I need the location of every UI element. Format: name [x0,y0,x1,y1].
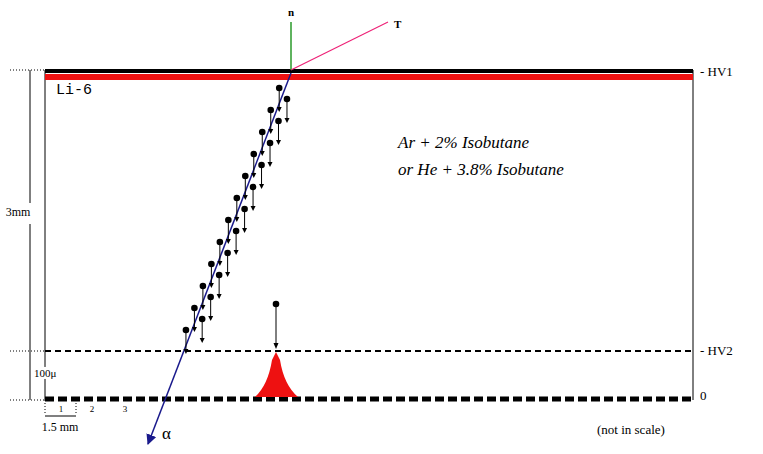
dimension-line [45,400,46,415]
electron-dot [207,294,214,301]
strip-number: 1 [59,405,64,415]
particle-label: α [162,425,171,444]
electron-dot [284,96,291,103]
voltage-label: - HV1 [700,65,733,79]
cathode-plate [45,69,693,73]
dimension-label: 3mm [5,206,32,219]
neutron-track [290,22,292,70]
drift-arrowhead [268,129,273,134]
drift-arrowhead [243,195,248,200]
electron-dot [225,217,232,224]
electron-dot [259,129,266,136]
dimension-line [45,416,76,417]
li6-converter [45,74,693,80]
dimension-line [30,351,31,400]
drift-arrowhead [217,294,222,299]
drift-arrowhead [200,305,205,310]
electron-dot [199,316,206,323]
electron-dot [273,301,280,308]
particle-label: T [394,18,401,30]
voltage-label: 0 [700,389,707,403]
readout-strips [45,397,693,402]
drift-arrowhead [225,272,230,277]
electron-dot [224,250,231,257]
dimension-line [76,400,77,415]
drift-arrowhead [226,239,231,244]
drift-arrowhead [260,151,265,156]
drift-arrowhead [251,206,256,211]
gas-label: Ar + 2% Isobutane [398,134,529,153]
electron-dot [258,162,265,169]
electron-dot [275,118,282,125]
drift-arrowhead [209,283,214,288]
dimension-line [30,224,31,351]
drift-arrowhead [277,107,282,112]
electron-dot [216,272,223,279]
strip-number: 3 [123,405,128,415]
strip-number: 2 [90,405,95,415]
electron-dot [267,107,274,114]
electron-dot [267,140,274,147]
electron-dot [191,305,198,312]
electron-dot [276,85,283,92]
electron-dot [200,283,207,290]
drift-arrowhead [251,173,256,178]
chamber-wall [693,70,694,400]
gas-label: or He + 3.8% Isobutane [398,161,564,180]
avalanche [255,352,298,397]
dimension-line [10,351,45,352]
dimension-label: 1.5 mm [42,421,79,434]
electron-dot [234,195,241,202]
electron-dot [208,261,215,268]
layer-label: Li-6 [56,83,92,100]
drift-arrowhead [234,250,239,255]
electron-dot [242,173,249,180]
electron-dot [250,151,257,158]
drift-arrowhead [234,217,239,222]
ionization-electrons [183,85,291,354]
note: (not in scale) [597,423,665,437]
electron-dot [183,327,190,334]
drift-arrowhead [284,118,289,123]
drift-arrowhead [192,327,197,332]
drift-arrowhead [183,349,188,354]
drift-arrowhead [259,184,264,189]
drift-arrowhead [242,228,247,233]
dimension-label: 100μ [33,367,57,379]
electron-dot [250,184,257,191]
drift-arrowhead [217,261,222,266]
electron-dot [233,228,240,235]
drift-arrowhead [274,343,279,349]
drift-arrowhead [276,140,281,145]
drift-arrowhead [200,338,205,343]
drift-arrowhead [268,162,273,167]
drift-arrow [276,307,277,346]
dimension-line [10,400,45,401]
electron-dot [217,239,224,246]
mesh-electrode [45,350,693,352]
particle-label: n [288,6,294,18]
voltage-label: - HV2 [700,344,733,358]
electron-dot [241,206,248,213]
dimension-line [10,70,45,71]
dimension-line [30,70,31,203]
triton-track [291,22,388,70]
drift-arrowhead [208,316,213,321]
